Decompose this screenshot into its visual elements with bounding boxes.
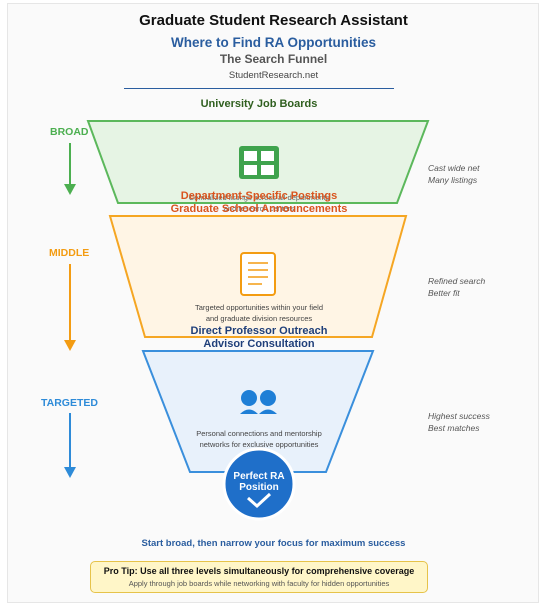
- people-icon: [240, 390, 277, 414]
- page-title: Graduate Student Research Assistant: [139, 12, 408, 29]
- arrow-broad: [64, 143, 76, 195]
- funnel-heading: The Search Funnel: [219, 52, 328, 66]
- side-note-targeted: Highest success Best matches: [428, 411, 490, 433]
- pro-tip-title: Pro Tip: Use all three levels simultaneo…: [103, 566, 415, 576]
- arrow-middle: [64, 264, 76, 351]
- side-note-middle: Refined search Better fit: [428, 276, 486, 298]
- funnel-tier-targeted: [141, 350, 375, 473]
- arrow-targeted: [64, 413, 76, 478]
- site-name: StudentResearch.net: [228, 70, 319, 81]
- document-icon: [240, 252, 276, 296]
- tier-middle-description: Targeted opportunities within your field…: [195, 303, 323, 323]
- header-divider: [124, 88, 394, 89]
- tier-middle-titles: Direct Professor Outreach Advisor Consul…: [190, 325, 328, 350]
- level-label-middle: MIDDLE: [49, 247, 90, 259]
- level-label-broad: BROAD: [50, 126, 89, 138]
- tier-broad-titles: Department-Specific Postings Graduate Sc…: [170, 190, 348, 215]
- tier-broad-description: Centralized listings across all departme…: [188, 193, 330, 213]
- tier-targeted-description: Personal connections and mentorship netw…: [196, 429, 322, 449]
- level-label-targeted: TARGETED: [41, 397, 98, 409]
- pro-tip-body: Apply through job boards while networkin…: [128, 579, 390, 588]
- result-badge-label: Perfect RA Position: [233, 471, 285, 493]
- result-badge: [222, 447, 296, 521]
- page-subtitle: Where to Find RA Opportunities: [171, 35, 376, 50]
- tier-broad-heading: University Job Boards: [200, 98, 318, 110]
- pro-tip-box: [90, 561, 428, 593]
- closing-message: Start broad, then narrow your focus for …: [141, 538, 406, 549]
- grid-icon: [239, 146, 279, 179]
- side-note-broad: Cast wide net Many listings: [428, 163, 480, 185]
